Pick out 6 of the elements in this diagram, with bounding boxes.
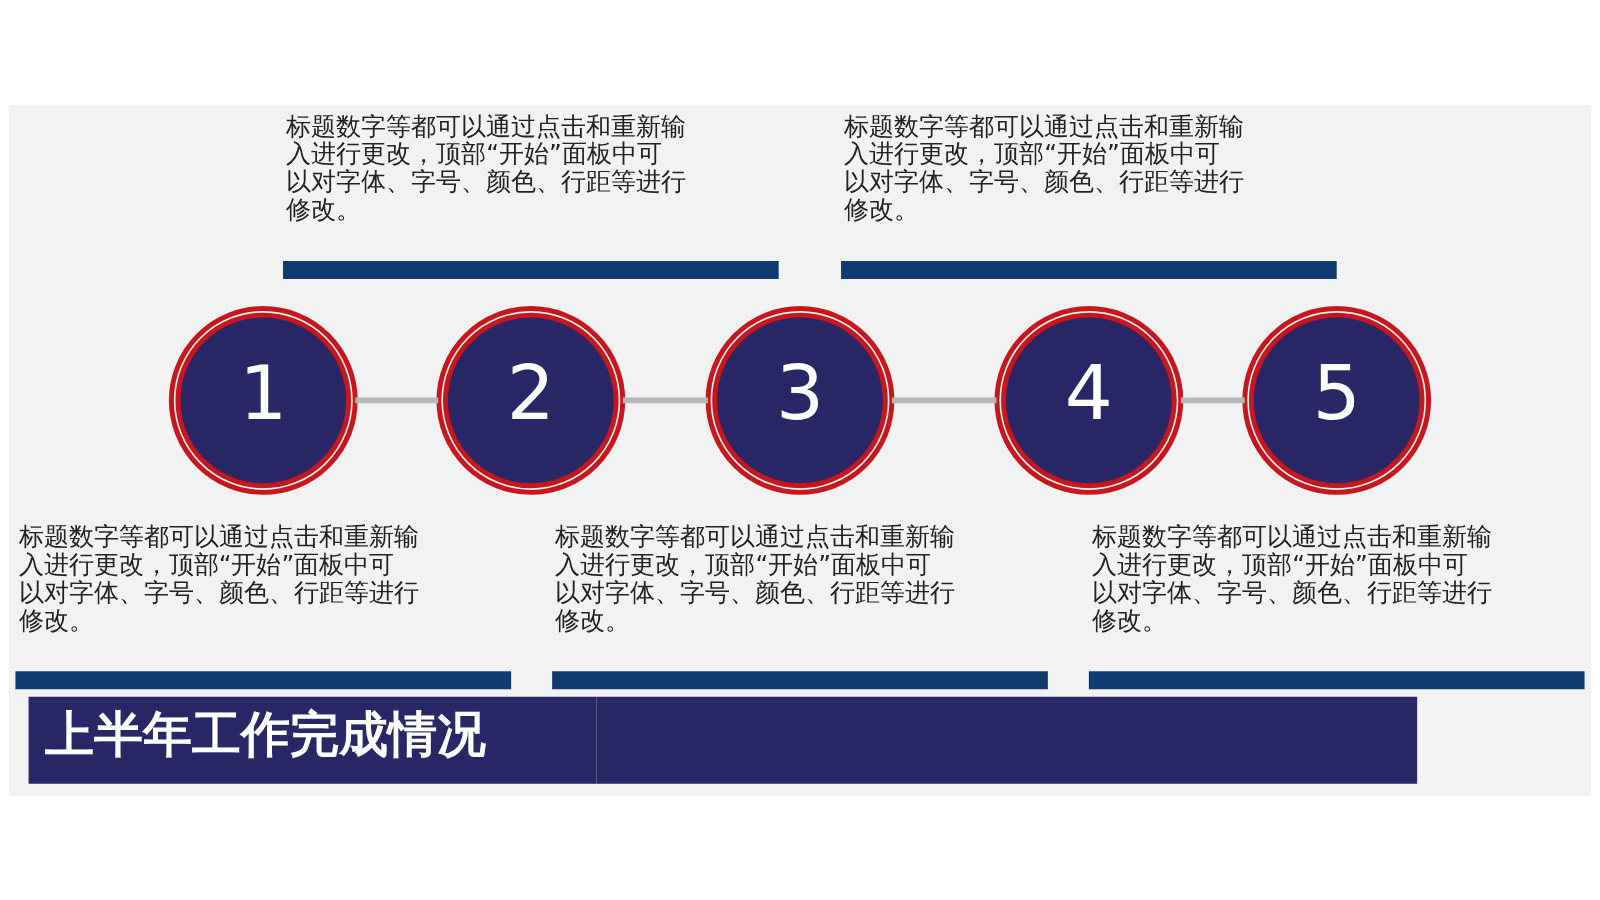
node-label: 标题数字等都可以通过点击和重新输入进行更改，顶部“开始”面板中可以对字体、字号、颜色、行距等进行修改。: [844, 111, 1245, 224]
node-label: 标题数字等都可以通过点击和重新输入进行更改，顶部“开始”面板中可以对字体、字号、颜色、行距等进行修改。: [286, 111, 687, 224]
diagram-title: 上半年工作完成情况: [44, 704, 486, 763]
node-label: 标题数字等都可以通过点击和重新输入进行更改，顶部“开始”面板中可以对字体、字号、颜色、行距等进行修改。: [18, 521, 419, 635]
node-label: 标题数字等都可以通过点击和重新输入进行更改，顶部“开始”面板中可以对字体、字号、颜色、行距等进行修改。: [555, 521, 956, 635]
node-label: 标题数字等都可以通过点击和重新输入进行更改，顶部“开始”面板中可以对字体、字号、颜色、行距等进行修改。: [1092, 521, 1493, 635]
